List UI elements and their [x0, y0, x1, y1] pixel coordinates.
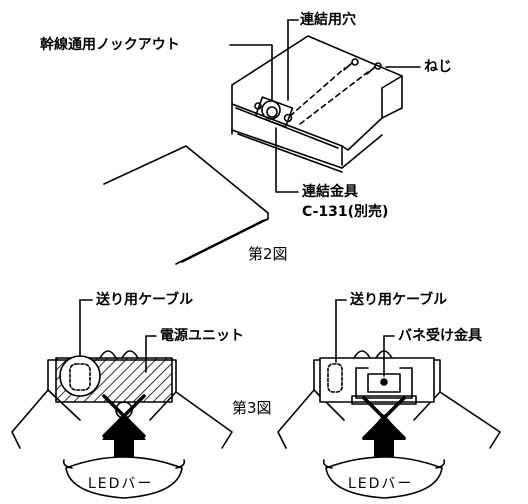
- figure-2-caption: 第2図: [248, 245, 288, 263]
- label-left-led-bar: LEDバー: [88, 476, 154, 492]
- figure-3-caption: 第3図: [232, 399, 272, 417]
- fig2-fixture-lower: [103, 145, 269, 265]
- screw-2: [366, 62, 382, 75]
- label-bracket: 連結金具: [302, 184, 358, 200]
- label-power-unit: 電源ユニット: [160, 328, 244, 344]
- label-bracket-part-number: C-131(別売): [302, 204, 389, 220]
- label-right-feed-cable: 送り用ケーブル: [350, 292, 448, 308]
- fig2-fixture-upper: [229, 19, 421, 193]
- label-spring-bracket: バネ受け金具: [398, 328, 482, 344]
- label-screw: ねじ: [424, 59, 452, 75]
- label-left-feed-cable: 送り用ケーブル: [96, 292, 194, 308]
- label-right-led-bar: LEDバー: [348, 476, 414, 492]
- label-coupling-hole: 連結用穴: [300, 12, 356, 28]
- screw-1: [343, 58, 359, 71]
- fig3-right-fixture: [277, 299, 501, 499]
- label-knockout: 幹線通用ノックアウト: [40, 37, 180, 53]
- fig3-left-fixture: [11, 299, 233, 499]
